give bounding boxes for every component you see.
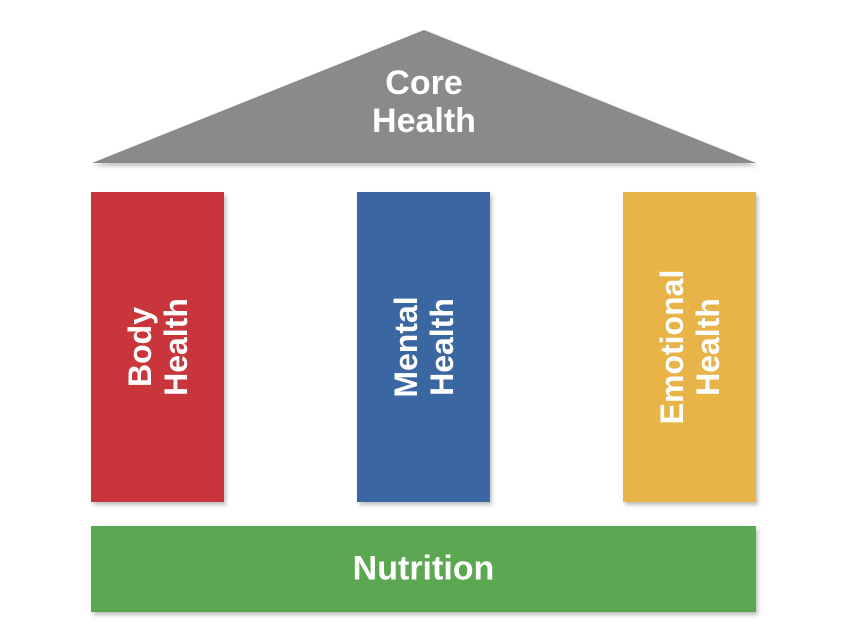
pillar-mental-line2: Health	[423, 298, 460, 396]
pillar-body-label: Body Health	[122, 298, 194, 396]
roof-label-line1: Core	[385, 64, 463, 102]
roof-label: Core Health	[324, 64, 524, 140]
nutrition-base: Nutrition	[91, 526, 756, 612]
pillar-emotional-health: Emotional Health	[623, 192, 756, 502]
pillar-body-health: Body Health	[91, 192, 224, 502]
roof-label-line2: Health	[372, 102, 476, 140]
pillar-body-line1: Body	[121, 307, 158, 388]
pillar-emotional-line1: Emotional	[653, 269, 690, 425]
pillar-mental-line1: Mental	[387, 296, 424, 398]
pillar-emotional-label: Emotional Health	[654, 270, 726, 425]
pillar-mental-health: Mental Health	[357, 192, 490, 502]
pillar-emotional-line2: Health	[689, 298, 726, 396]
pillar-body-line2: Health	[157, 298, 194, 396]
roof-triangle	[92, 30, 756, 163]
pillar-mental-label: Mental Health	[388, 296, 460, 397]
nutrition-label: Nutrition	[352, 549, 495, 588]
